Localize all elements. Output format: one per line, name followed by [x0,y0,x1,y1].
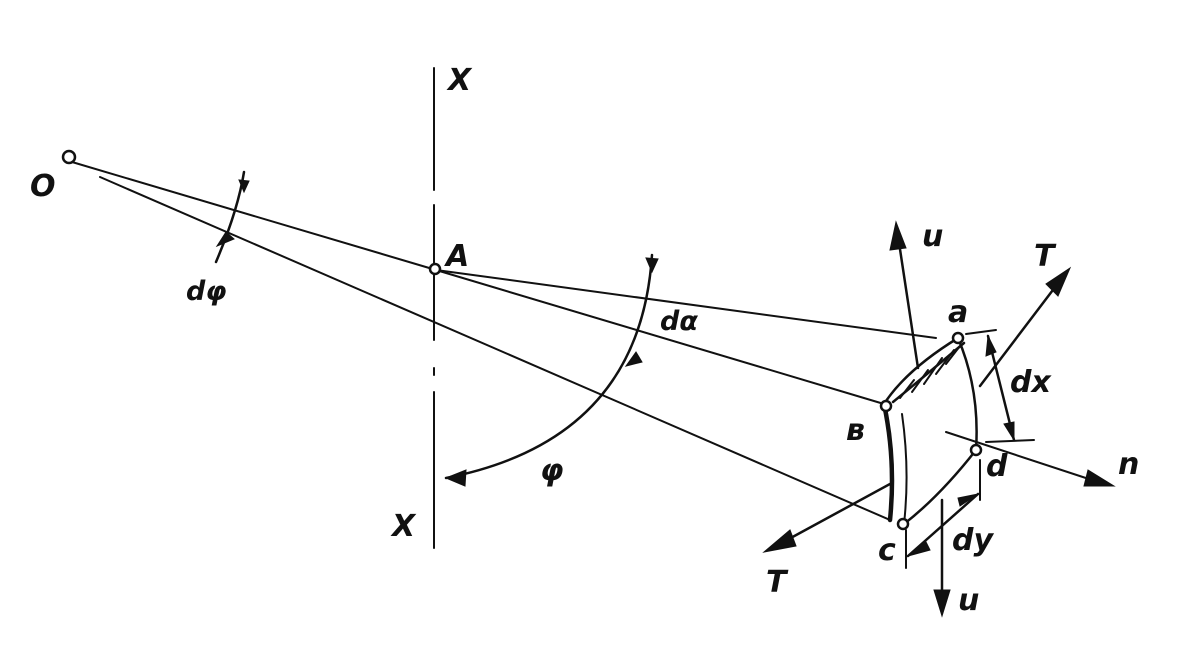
force-u-bottom [933,498,951,618]
label-dalpha: dα [660,306,698,337]
label-corner-c: c [878,533,896,568]
ray-oa-upper [71,161,437,271]
label-u-bottom: u [958,583,979,618]
label-corner-d: d [986,449,1008,484]
dphi-arc [214,170,250,264]
label-t-top: T [1034,239,1057,274]
pivot-point-a [428,262,442,276]
origin-point [61,149,77,165]
corner-point-a [951,331,965,345]
force-t-bottom [762,482,892,553]
label-phi: φ [540,453,563,488]
label-u-top: u [922,219,943,254]
corner-point-d [969,443,983,457]
normal-n [945,431,1116,487]
dimension-dx [965,329,1035,443]
corner-point-c [896,517,910,531]
dimension-dy [905,459,981,569]
label-dphi: dφ [186,276,226,307]
label-dy: dy [952,523,994,558]
label-t-bottom: T [766,565,789,600]
label-corner-a: a [948,295,968,330]
label-axis-top: X [446,63,473,98]
label-axis-bottom: X [390,509,417,544]
label-origin: O [30,169,56,204]
force-u-top [889,220,920,370]
label-normal: n [1118,447,1139,482]
corner-point-b [879,399,893,413]
ray-o-to-c [99,176,891,521]
label-dx: dx [1010,365,1052,400]
phi-arc [444,253,659,487]
element-abcd [881,336,978,526]
label-pivot: A [444,239,469,274]
ray-a-to-b-corner [435,269,885,405]
force-t-top [978,266,1072,388]
ray-a-to-a-corner [435,269,937,339]
label-corner-b: в [846,413,865,448]
